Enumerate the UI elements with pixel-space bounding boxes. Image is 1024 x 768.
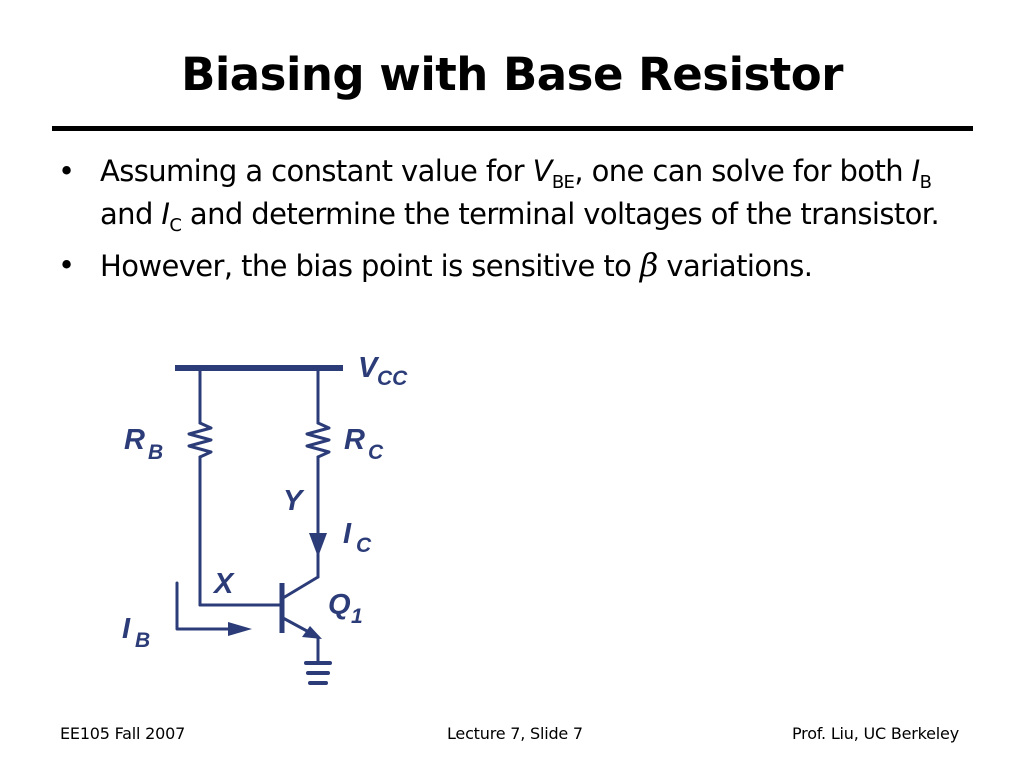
bullet-list: • Assuming a constant value for VBE, one… (56, 150, 986, 296)
label-vcc-sub: CC (377, 367, 408, 390)
collector-lead (281, 575, 320, 600)
footer-author: Prof. Liu, UC Berkeley (792, 724, 959, 743)
var-i-c: I (161, 197, 170, 231)
slide-title: Biasing with Base Resistor (181, 48, 843, 101)
label-ic: I (343, 518, 352, 550)
label-q1: Q (328, 589, 351, 621)
label-vcc: V (358, 352, 380, 384)
beta-symbol: β (639, 246, 659, 284)
bullet-1-text-c: and (100, 197, 162, 231)
footer-slide-number: Lecture 7, Slide 7 (447, 724, 583, 743)
label-ic-sub: C (356, 534, 372, 557)
var-i-b: I (911, 154, 921, 188)
bullet-item-1: • Assuming a constant value for VBE, one… (56, 150, 986, 236)
rb-resistor (187, 421, 213, 459)
bullet-1-text-a: Assuming a constant value for (100, 154, 533, 188)
bullet-marker: • (58, 154, 75, 188)
bullet-1-text-d: and determine the terminal voltages of t… (181, 197, 940, 231)
var-i-c-subscript: C (169, 215, 182, 236)
bullet-1-text-b: , one can solve for both (574, 154, 912, 188)
label-rc-sub: C (368, 441, 384, 464)
var-v-be-subscript: BE (551, 172, 575, 193)
var-i-b-subscript: B (919, 172, 932, 193)
circuit-diagram: V CC R B R C Y I C X I B Q 1 (122, 352, 408, 685)
bullet-item-2: • However, the bias point is sensitive t… (56, 244, 986, 288)
label-ib-sub: B (135, 629, 150, 652)
label-q1-sub: 1 (351, 605, 363, 628)
rc-resistor (305, 421, 331, 459)
label-rb-sub: B (148, 441, 163, 464)
label-rc: R (344, 424, 365, 456)
var-v-be: V (532, 154, 553, 188)
bullet-2-text-a: However, the bias point is sensitive to (100, 249, 640, 283)
footer-course: EE105 Fall 2007 (60, 724, 186, 743)
label-y: Y (283, 485, 305, 517)
ib-arrowhead (228, 622, 252, 636)
label-ib: I (122, 613, 131, 645)
ic-arrowhead (309, 533, 327, 557)
ib-arrow-wire (175, 581, 232, 631)
bullet-marker: • (58, 248, 75, 282)
label-rb: R (124, 424, 145, 456)
emitter-arrowhead (302, 626, 322, 639)
bullet-2-text-b: variations. (657, 249, 813, 283)
label-x: X (212, 568, 235, 600)
title-underline (52, 126, 973, 131)
